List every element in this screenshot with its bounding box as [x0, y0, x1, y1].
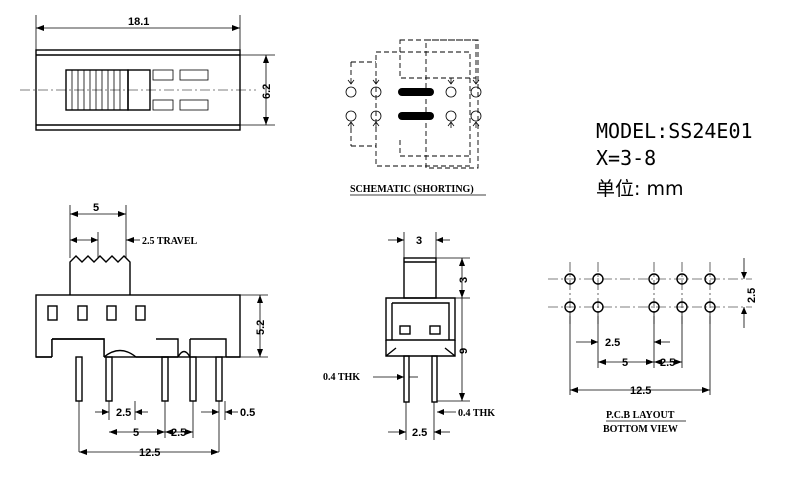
schematic-caption: SCHEMATIC (SHORTING): [350, 184, 474, 195]
travel-label: 2.5 TRAVEL: [142, 236, 198, 247]
model-info: MODEL:SS24E01 X=3-8 单位: mm: [596, 119, 753, 200]
pcb-overall: 12.5: [630, 385, 651, 397]
pcb-caption-1: P.C.B LAYOUT: [606, 410, 675, 421]
schematic: SCHEMATIC (SHORTING): [345, 39, 486, 196]
body-height: 5.2: [255, 320, 267, 335]
thk-left: 0.4 THK: [323, 372, 360, 383]
pin-pitch-b: 5: [133, 427, 139, 439]
unit-line: 单位: mm: [596, 178, 683, 200]
x-line: X=3-8: [596, 146, 656, 170]
end-view: 3 3 9 0.4 THK 0.4 THK: [323, 232, 495, 440]
pcb-d2: 5: [622, 357, 628, 369]
end-body-height: 9: [458, 348, 470, 354]
pcb-d1: 2.5: [605, 337, 620, 349]
end-knob-width: 3: [416, 235, 422, 247]
model-line: MODEL:SS24E01: [596, 119, 753, 143]
pcb-caption-2: BOTTOM VIEW: [603, 424, 678, 435]
pcb-layout: 2.5 2.5 5 2.5 12.5 P.C.B LAYOUT BOTTOM V…: [548, 258, 758, 435]
side-view: 5 2.5 TRAVEL 5.2: [35, 202, 268, 459]
overall-width: 12.5: [139, 447, 160, 459]
thk-right: 0.4 THK: [458, 408, 495, 419]
pcb-d3: 2.5: [660, 357, 675, 369]
pcb-row-pitch: 2.5: [746, 288, 758, 303]
dim-length: 18.1: [128, 16, 149, 28]
pin-thickness: 0.5: [240, 407, 255, 419]
pin-pitch-a: 2.5: [116, 407, 131, 419]
top-view: 18.1 6.2: [20, 15, 275, 131]
pin-pitch-c: 2.5: [171, 427, 186, 439]
end-pin-pitch: 2.5: [412, 427, 427, 439]
end-knob-height: 3: [458, 277, 470, 283]
knob-width: 5: [93, 202, 99, 214]
dim-height: 6.2: [261, 84, 273, 99]
